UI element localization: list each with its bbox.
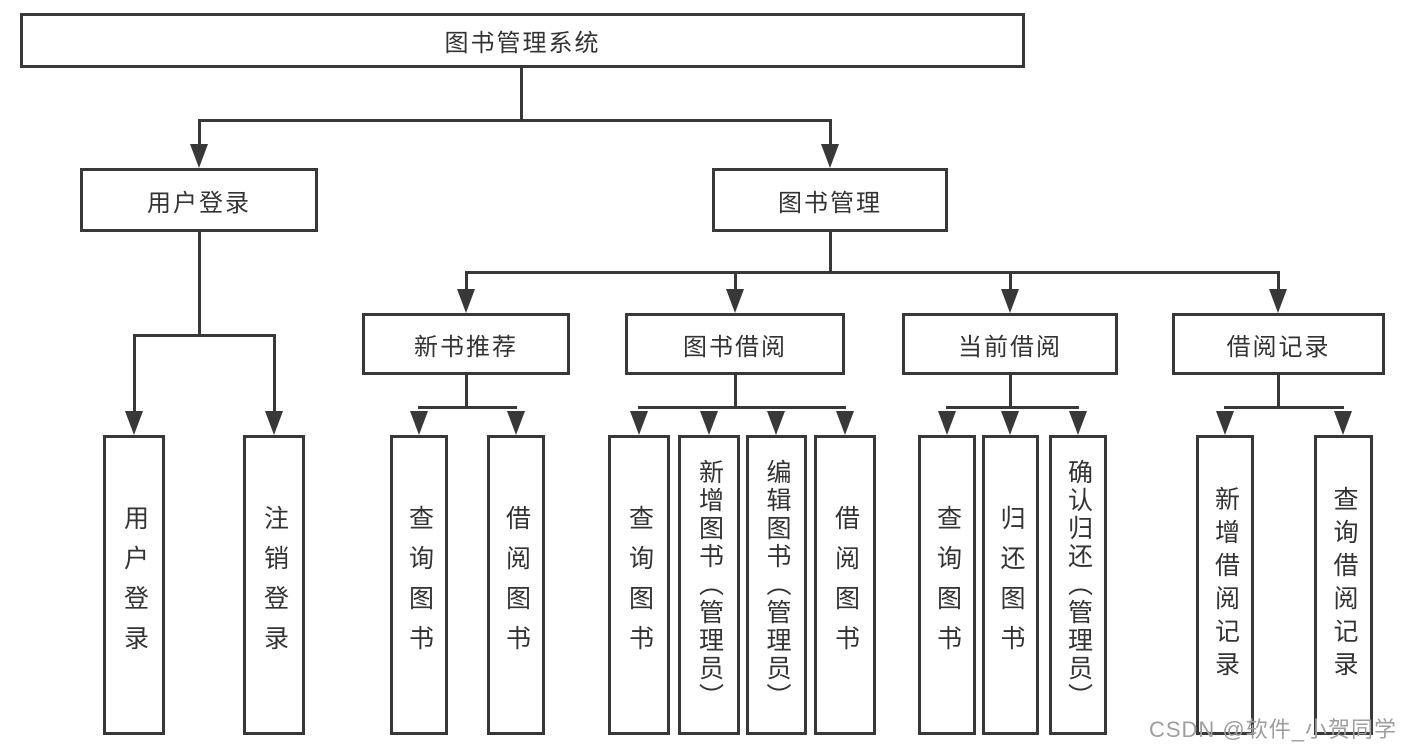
connector-line — [198, 119, 831, 122]
connector-line — [734, 375, 737, 409]
arrow-down-icon — [1334, 411, 1352, 435]
leaf-logout: 注销登录 — [243, 435, 305, 735]
arrow-down-icon — [410, 411, 428, 435]
connector-line — [198, 232, 201, 337]
arrow-down-icon — [938, 411, 956, 435]
connector-line — [465, 271, 1279, 274]
node-label: 查询图书 — [933, 505, 962, 665]
connector-line — [829, 119, 832, 149]
node-borrow-records: 借阅记录 — [1172, 313, 1385, 375]
node-book-management: 图书管理 — [712, 168, 948, 232]
node-label: 图书借阅 — [683, 333, 787, 361]
node-label: 图书管理 — [778, 189, 882, 217]
arrow-down-icon — [507, 411, 525, 435]
node-label: 新书推荐 — [414, 333, 518, 361]
connector-line — [1224, 406, 1344, 409]
connector-line — [133, 334, 136, 416]
leaf-confirm-return-admin: 确认归还（管理员） — [1049, 435, 1107, 735]
node-user-login: 用户登录 — [80, 168, 318, 232]
arrow-down-icon — [1001, 289, 1019, 313]
arrow-down-icon — [125, 411, 143, 435]
leaf-query-borrow-record: 查询借阅记录 — [1314, 435, 1373, 735]
leaf-query-books-recommend: 查询图书 — [390, 435, 448, 735]
node-label: 查询借阅记录 — [1330, 486, 1358, 684]
arrow-down-icon — [457, 289, 475, 313]
node-label: 归还图书 — [997, 505, 1025, 665]
connector-line — [273, 334, 276, 416]
arrow-down-icon — [836, 411, 854, 435]
node-label: 借阅图书 — [502, 505, 531, 665]
csdn-watermark: CSDN @软件_小贺同学 — [1148, 717, 1397, 742]
leaf-borrow-books: 借阅图书 — [814, 435, 876, 735]
connector-line — [133, 334, 275, 337]
arrow-down-icon — [700, 411, 718, 435]
node-label: 编辑图书（管理员） — [763, 459, 791, 711]
node-label: 确认归还（管理员） — [1064, 459, 1093, 711]
arrow-down-icon — [1001, 411, 1019, 435]
leaf-add-book-admin: 新增图书（管理员） — [678, 435, 740, 735]
connector-line — [465, 271, 468, 294]
connector-line — [829, 232, 832, 274]
connector-line — [1009, 375, 1012, 409]
node-label: 注销登录 — [260, 505, 289, 665]
node-book-borrow: 图书借阅 — [625, 313, 845, 375]
node-label: 借阅记录 — [1226, 333, 1331, 361]
arrow-down-icon — [190, 144, 208, 168]
node-label: 用户登录 — [147, 189, 251, 217]
connector-line — [465, 375, 468, 409]
node-label: 新增借阅记录 — [1211, 486, 1240, 684]
node-label: 新增图书（管理员） — [695, 459, 724, 711]
arrow-down-icon — [630, 411, 648, 435]
arrow-down-icon — [767, 411, 785, 435]
arrow-down-icon — [265, 411, 283, 435]
leaf-borrow-books-recommend: 借阅图书 — [487, 435, 545, 735]
connector-line — [418, 406, 517, 409]
leaf-return-books: 归还图书 — [982, 435, 1039, 735]
node-label: 查询图书 — [625, 505, 654, 665]
arrow-down-icon — [1269, 289, 1287, 313]
connector-line — [946, 406, 1079, 409]
arrow-down-icon — [1216, 411, 1234, 435]
node-label: 图书管理系统 — [444, 30, 601, 57]
leaf-add-borrow-record: 新增借阅记录 — [1196, 435, 1254, 735]
connector-line — [638, 406, 846, 409]
arrow-down-icon — [1069, 411, 1087, 435]
node-new-book-recommend: 新书推荐 — [362, 313, 570, 375]
connector-line — [1009, 271, 1012, 294]
node-current-borrow: 当前借阅 — [902, 313, 1118, 375]
node-label: 借阅图书 — [831, 505, 860, 665]
connector-line — [734, 271, 737, 294]
leaf-user-login: 用户登录 — [103, 435, 165, 735]
node-label: 当前借阅 — [958, 333, 1062, 361]
node-label: 用户登录 — [120, 505, 149, 665]
node-label: 查询图书 — [405, 505, 434, 665]
arrow-down-icon — [821, 144, 839, 168]
leaf-edit-book-admin: 编辑图书（管理员） — [746, 435, 807, 735]
connector-line — [520, 68, 523, 121]
connector-line — [198, 119, 201, 149]
connector-line — [1277, 375, 1280, 409]
connector-line — [1277, 271, 1280, 294]
leaf-query-books-borrow: 查询图书 — [608, 435, 670, 735]
leaf-query-books-current: 查询图书 — [918, 435, 976, 735]
arrow-down-icon — [726, 289, 744, 313]
node-library-system: 图书管理系统 — [20, 13, 1025, 68]
